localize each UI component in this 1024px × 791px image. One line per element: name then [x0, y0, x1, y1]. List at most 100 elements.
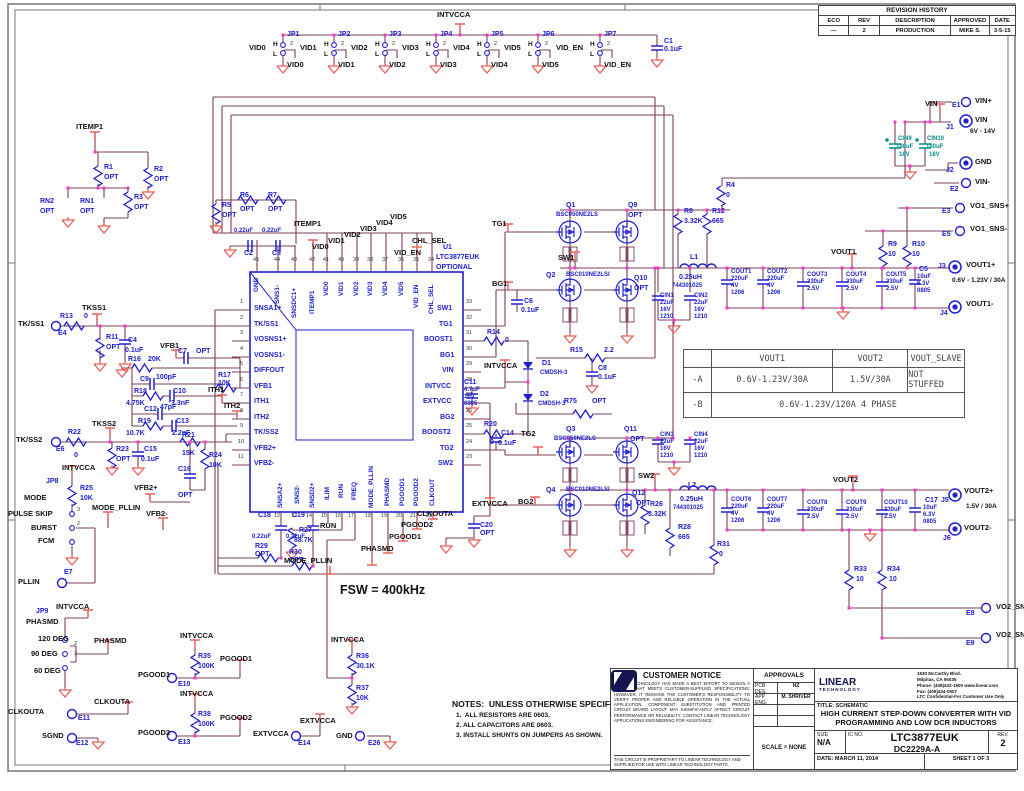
- tap-symbol: [314, 713, 326, 723]
- tp-symbol: [354, 730, 366, 742]
- rv-symbol: [902, 245, 912, 267]
- cv-symbol: [510, 299, 524, 305]
- jack-symbol: [948, 522, 962, 536]
- rv-symbol: [877, 569, 887, 591]
- dot-symbol: [279, 556, 283, 560]
- tap-symbol: [499, 359, 511, 369]
- dot-symbol: [928, 120, 932, 124]
- company-address: 1630 McCarthy Blvd. Milpitas, CA 95035 P…: [915, 669, 1017, 701]
- gnd-symbol: [585, 382, 599, 394]
- tap-symbol: [102, 511, 114, 521]
- tap-symbol: [502, 223, 514, 233]
- rv-symbol: [709, 544, 719, 566]
- dot-symbol: [676, 208, 680, 212]
- cv-symbol: [908, 507, 922, 513]
- fet-symbol: [555, 440, 582, 464]
- ind-symbol: [679, 485, 717, 491]
- dot-symbol: [903, 120, 907, 124]
- wire-left-analog: [61, 132, 297, 530]
- vout-row-b: -B 0.6V-1.23V/120A 4 PHASE: [684, 393, 964, 417]
- jack-symbol: [959, 114, 973, 128]
- blank-cell: [778, 705, 814, 715]
- tap-symbol: [91, 313, 103, 323]
- title-label: TITLE: SCHEMATIC: [817, 703, 868, 709]
- tap-symbol: [102, 639, 114, 649]
- dot-symbol: [656, 436, 660, 440]
- dot-symbol: [881, 229, 885, 233]
- blank-row: [754, 716, 778, 726]
- gnd-symbol: [439, 542, 453, 554]
- dio-symbol: [522, 393, 534, 402]
- gnd-symbol: [105, 464, 119, 476]
- dot-symbol: [568, 488, 572, 492]
- logo-sub: TECHNOLOGY: [819, 686, 861, 692]
- gnd-symbol: [345, 703, 359, 715]
- dot-symbol: [126, 186, 130, 190]
- ch-symbol: [183, 351, 189, 365]
- rev-col-approved: APPROVED: [951, 16, 990, 25]
- jmp-symbol: [433, 42, 439, 56]
- dot-symbol: [98, 324, 102, 328]
- cv-symbol: [274, 525, 288, 531]
- gnd-symbol: [93, 360, 107, 372]
- dot-symbol: [625, 488, 629, 492]
- dot-symbol: [123, 324, 127, 328]
- rv-symbol: [716, 185, 726, 207]
- cv-symbol: [835, 281, 849, 287]
- size-label: SIZE: [817, 732, 829, 738]
- rv-symbol: [287, 527, 297, 549]
- customer-notice-body: LINEAR TECHNOLOGY HAS MADE A BEST EFFORT…: [614, 681, 750, 723]
- dot-symbol: [725, 488, 729, 492]
- rh-symbol: [483, 336, 505, 346]
- revision-history-title: REVISION HISTORY: [819, 6, 1015, 16]
- rev-col-description: DESCRIPTION: [880, 16, 952, 25]
- fet-symbol: [612, 440, 639, 464]
- dot-symbol: [536, 33, 540, 37]
- dot-symbol: [281, 33, 285, 37]
- cv-symbol: [118, 339, 132, 345]
- gnd-symbol: [285, 548, 299, 560]
- tap-symbol: [122, 701, 134, 711]
- jmp-symbol: [597, 42, 603, 56]
- cv-symbol: [131, 451, 145, 457]
- dot-symbol: [880, 306, 884, 310]
- dot-symbol: [96, 186, 100, 190]
- gnd-symbol: [620, 332, 634, 344]
- tp-symbol: [980, 602, 992, 614]
- tap-symbol: [847, 475, 859, 485]
- tp-symbol: [66, 732, 78, 744]
- vout1-header: VOUT1: [712, 350, 834, 367]
- dot-symbol: [332, 33, 336, 37]
- dot-symbol: [653, 266, 657, 270]
- rev-rev: 2: [849, 26, 880, 35]
- page-frame: [7, 3, 1016, 772]
- fet-symbol: [612, 220, 639, 244]
- dot-symbol: [136, 440, 140, 444]
- title-block: CUSTOMER NOTICE LINEAR TECHNOLOGY HAS MA…: [610, 668, 1018, 770]
- cv-symbol: [908, 279, 922, 285]
- tapd-symbol: [397, 532, 409, 542]
- rh-symbol: [584, 353, 606, 363]
- rv-symbol: [702, 213, 712, 235]
- address-line5: LTC Confidential-For Customer Use Only: [917, 694, 1005, 700]
- gnd-symbol: [131, 464, 145, 476]
- dot-symbol: [761, 306, 765, 310]
- rv-symbol: [844, 569, 854, 591]
- fet-symbol: [612, 493, 639, 517]
- jmp-symbol: [484, 42, 490, 56]
- tap-symbol: [934, 103, 946, 113]
- lt-logo-icon: [611, 670, 637, 692]
- gnd-symbol: [836, 308, 850, 320]
- dot-symbol: [725, 306, 729, 310]
- tap-symbol: [234, 717, 246, 727]
- gnd-symbol: [383, 738, 397, 750]
- gnd-symbol: [141, 188, 155, 200]
- ind-symbol: [679, 263, 717, 269]
- tap-symbol: [189, 693, 201, 703]
- dot-symbol: [108, 440, 112, 444]
- dot-symbol: [850, 266, 854, 270]
- dot-symbol: [93, 150, 97, 154]
- gnd-symbol: [667, 464, 681, 476]
- rv-symbol: [665, 527, 675, 549]
- rv-symbol: [190, 712, 200, 734]
